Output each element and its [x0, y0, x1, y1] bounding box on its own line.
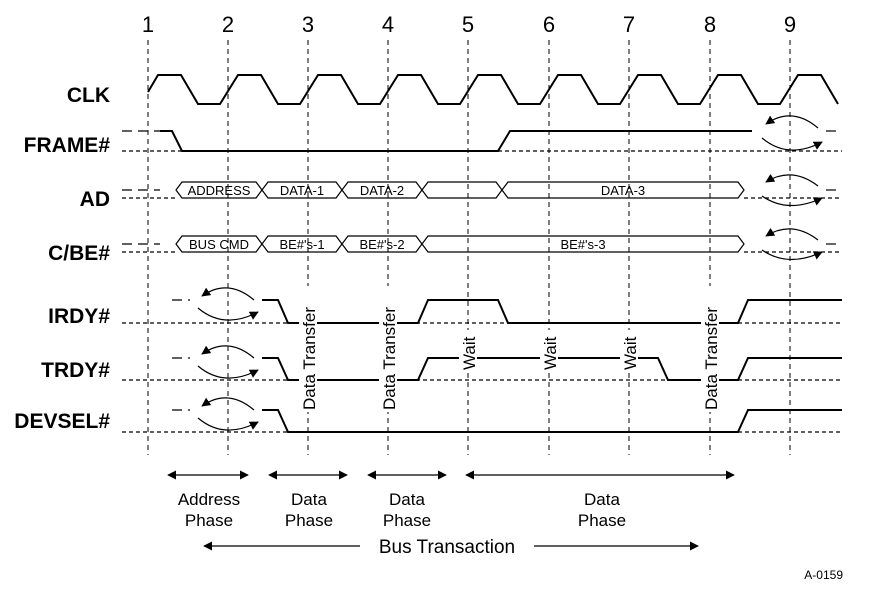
address-phase-label: Address [178, 490, 240, 509]
bus-transaction: Bus Transaction [203, 537, 699, 558]
clk-waveform [147, 74, 839, 105]
wait-label: Wait [460, 336, 479, 370]
clock-numbers: 1 2 3 4 5 6 7 8 9 [142, 12, 796, 37]
data-phase-label: Phase [578, 511, 626, 530]
data-phase-label: Phase [383, 511, 431, 530]
clock-number: 1 [142, 12, 154, 37]
trdy-waveform [122, 345, 842, 381]
ad-data1-label: DATA-1 [280, 183, 324, 198]
transfer-annotations: Data Transfer Data Transfer Wait Wait Wa… [299, 286, 721, 412]
figure-id: A-0159 [804, 568, 843, 582]
clock-number: 2 [222, 12, 234, 37]
clock-number: 9 [784, 12, 796, 37]
signal-label-ad: AD [80, 188, 110, 211]
ad-data2-label: DATA-2 [360, 183, 404, 198]
data-phase-label: Data [584, 490, 620, 509]
ad-bus-waveform: ADDRESS DATA-1 DATA-2 DATA-3 [122, 173, 842, 207]
clock-number: 7 [623, 12, 635, 37]
address-phase-label: Phase [185, 511, 233, 530]
devsel-waveform [122, 397, 842, 433]
cbe-cmd-label: BUS CMD [189, 237, 249, 252]
data-phase-label: Data [389, 490, 425, 509]
cbe-be2-label: BE#'s-2 [359, 237, 404, 252]
wait-label: Wait [621, 336, 640, 370]
bus-transaction-label: Bus Transaction [379, 537, 515, 558]
signal-label-frame: FRAME# [24, 134, 111, 157]
data-phase-label: Phase [285, 511, 333, 530]
signal-label-trdy: TRDY# [41, 359, 110, 382]
wait-label: Wait [541, 336, 560, 370]
clock-number: 4 [382, 12, 394, 37]
irdy-waveform [122, 287, 842, 324]
cbe-be1-label: BE#'s-1 [279, 237, 324, 252]
signal-label-irdy: IRDY# [48, 305, 110, 328]
data-phase-label: Data [291, 490, 327, 509]
cbe-be3-label: BE#'s-3 [560, 237, 605, 252]
clock-number: 3 [302, 12, 314, 37]
data-transfer-label: Data Transfer [300, 307, 319, 410]
cbe-bus-waveform: BUS CMD BE#'s-1 BE#'s-2 BE#'s-3 [122, 227, 842, 261]
signal-label-cbe: C/BE# [48, 242, 110, 265]
signal-label-devsel: DEVSEL# [14, 410, 110, 433]
signal-labels: CLK FRAME# AD C/BE# IRDY# TRDY# DEVSEL# [14, 84, 110, 433]
ad-data3-label: DATA-3 [601, 183, 645, 198]
clock-number: 6 [543, 12, 555, 37]
ad-address-label: ADDRESS [188, 183, 251, 198]
clock-number: 8 [704, 12, 716, 37]
data-transfer-label: Data Transfer [702, 307, 721, 410]
signal-label-clk: CLK [67, 84, 110, 107]
clock-number: 5 [462, 12, 474, 37]
frame-waveform [122, 115, 842, 152]
phase-labels: Address Phase Data Phase Data Phase Data… [178, 490, 626, 530]
data-transfer-label: Data Transfer [380, 307, 399, 410]
